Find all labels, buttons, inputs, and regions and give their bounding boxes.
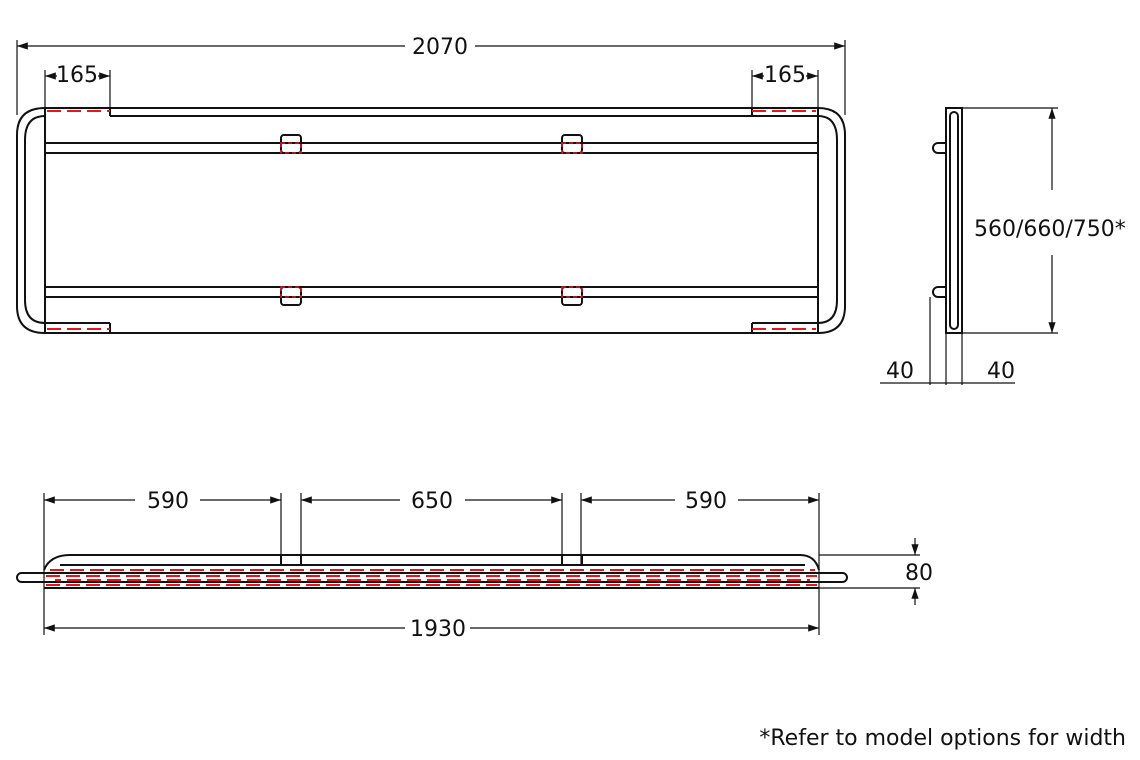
height-label: 560/660/750* (974, 217, 1126, 242)
depth-left-label: 40 (886, 359, 914, 384)
bottom-view: 590 650 590 80 1930 (16, 489, 933, 642)
left-offset-label: 165 (56, 63, 98, 88)
depth-right-label: 40 (987, 359, 1015, 384)
span-left-label: 590 (147, 489, 189, 514)
span-middle-label: 650 (411, 489, 453, 514)
footnote: *Refer to model options for width (759, 726, 1126, 751)
right-offset-label: 165 (764, 63, 806, 88)
side-view: 560/660/750* 40 40 (880, 107, 1126, 385)
inner-width-label: 1930 (410, 617, 466, 642)
depth-label: 80 (905, 561, 933, 586)
top-view: 2070 165 165 (16, 35, 846, 334)
span-right-label: 590 (685, 489, 727, 514)
overall-width-label: 2070 (412, 35, 468, 60)
